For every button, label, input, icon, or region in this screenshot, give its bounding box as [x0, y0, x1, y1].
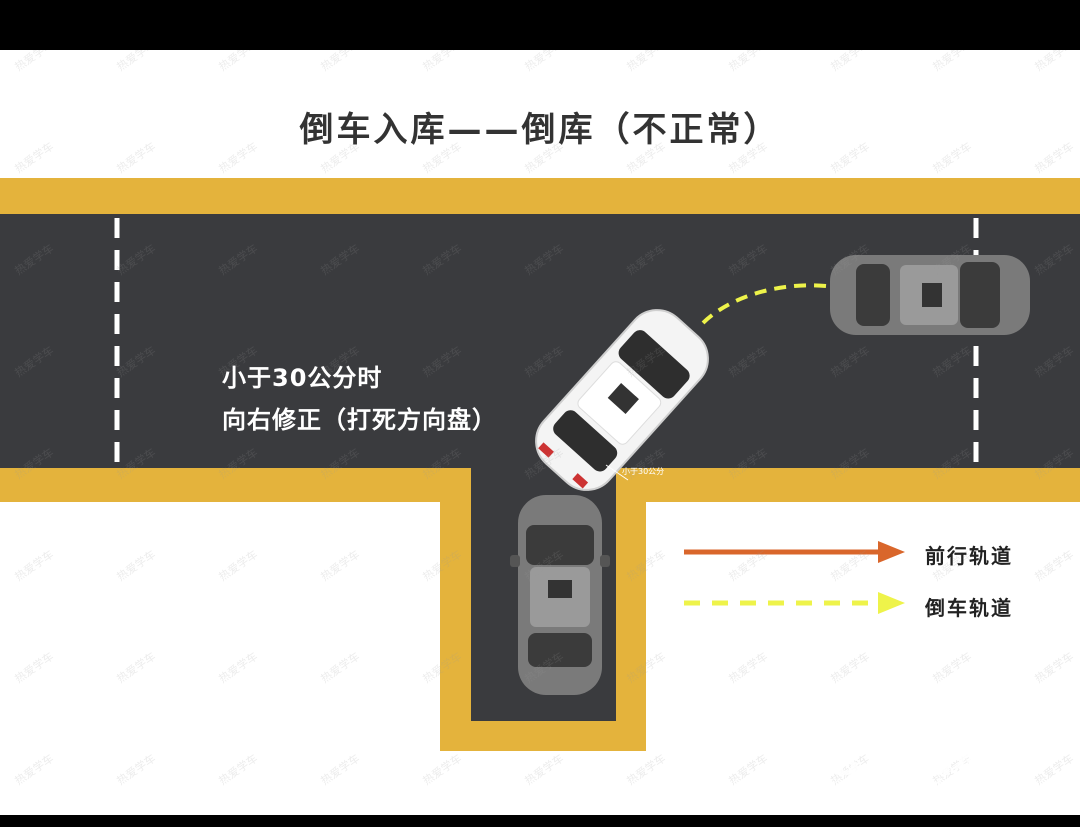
watermark-pattern [0, 50, 1080, 815]
diagram-title: 倒车入库——倒库（不正常） [299, 110, 781, 150]
legend-forward-label: 前行轨道 [925, 544, 1013, 568]
bottom-black-bar [0, 815, 1080, 823]
instruction-line-2: 向右修正（打死方向盘） [222, 406, 497, 434]
watermark-brand: Baidu经验 [833, 743, 1028, 784]
legend-reverse-label: 倒车轨道 [925, 596, 1013, 620]
top-black-bar [0, 0, 1080, 50]
instruction-line-1: 小于30公分时 [222, 364, 383, 392]
distance-label: 小于30公分 [622, 467, 665, 476]
watermark-url: jingyan.baidu.com [826, 776, 1000, 796]
paw-icon [899, 703, 941, 740]
